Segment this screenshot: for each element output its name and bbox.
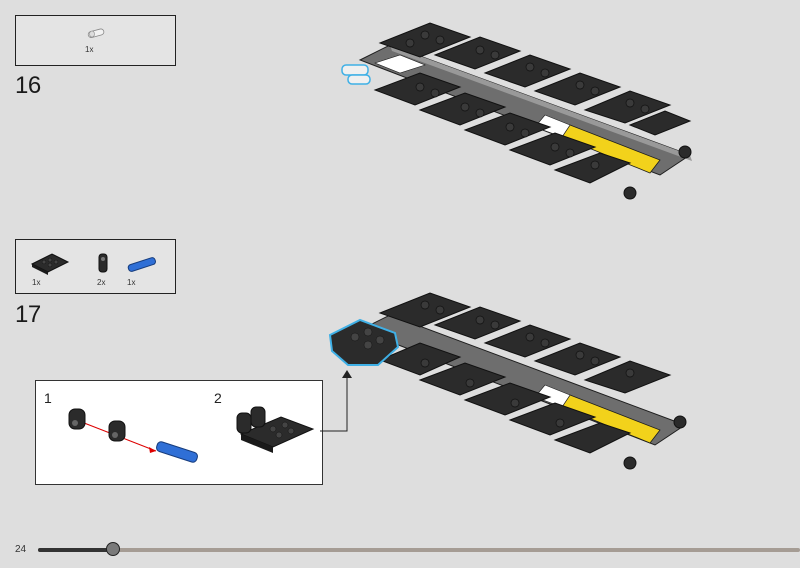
blue-pin-icon (126, 257, 160, 273)
substep-1-number: 1 (44, 390, 52, 406)
axle-pin-icon (86, 26, 108, 40)
step16-number: 16 (15, 72, 41, 99)
pin-connector-icon (96, 252, 110, 274)
substep-1-illustration (61, 399, 211, 479)
step17-part3-qty: 1x (127, 278, 136, 287)
step17-subassembly-box: 1 2 (35, 380, 323, 485)
step17-part1-qty: 1x (32, 278, 41, 287)
step17-parts-box: 1x 2x 1x (15, 239, 176, 294)
page-number: 24 (15, 544, 27, 555)
step17-number: 17 (15, 301, 41, 328)
substep-2-illustration (231, 399, 321, 469)
progress-knob (106, 542, 120, 556)
progress-track (38, 548, 800, 552)
step16-part-qty: 1x (85, 45, 94, 54)
callout-arrow (320, 370, 360, 440)
step17-model-illustration (320, 285, 700, 485)
progress-fill (38, 548, 114, 552)
substep-2-number: 2 (214, 390, 222, 406)
step17-part2-qty: 2x (97, 278, 106, 287)
step16-parts-box: 1x (15, 15, 176, 66)
step16-model-illustration (330, 15, 710, 215)
plate-2x4-icon (30, 252, 70, 276)
